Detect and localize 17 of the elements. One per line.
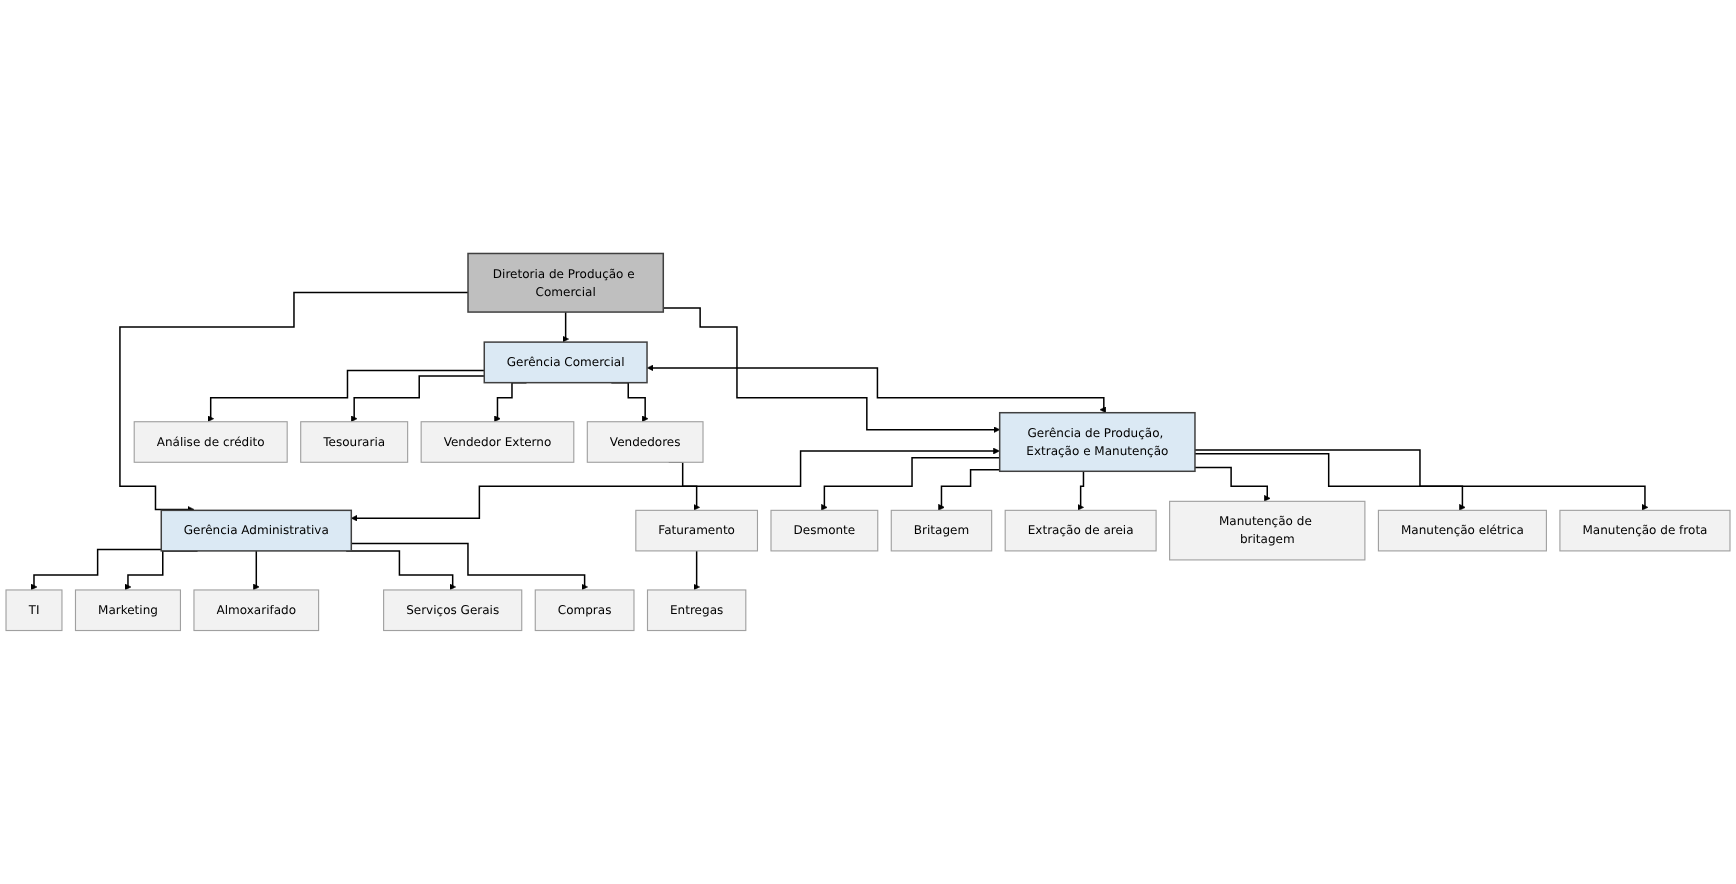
arrow bbox=[562, 311, 569, 343]
arrow bbox=[821, 457, 1001, 511]
arrow bbox=[1077, 470, 1088, 511]
arrow bbox=[647, 364, 1107, 414]
arrow bbox=[693, 550, 700, 591]
arrow bbox=[1194, 453, 1466, 511]
arrow bbox=[207, 369, 485, 422]
arrow bbox=[30, 548, 162, 591]
arrow bbox=[1194, 449, 1649, 511]
arrow bbox=[350, 542, 588, 591]
arrow bbox=[350, 375, 485, 422]
arrow bbox=[119, 291, 469, 513]
arrow bbox=[938, 469, 1001, 511]
arrow bbox=[662, 307, 1000, 433]
arrow bbox=[351, 447, 1000, 522]
arrow bbox=[253, 550, 260, 591]
arrow bbox=[1194, 466, 1271, 502]
